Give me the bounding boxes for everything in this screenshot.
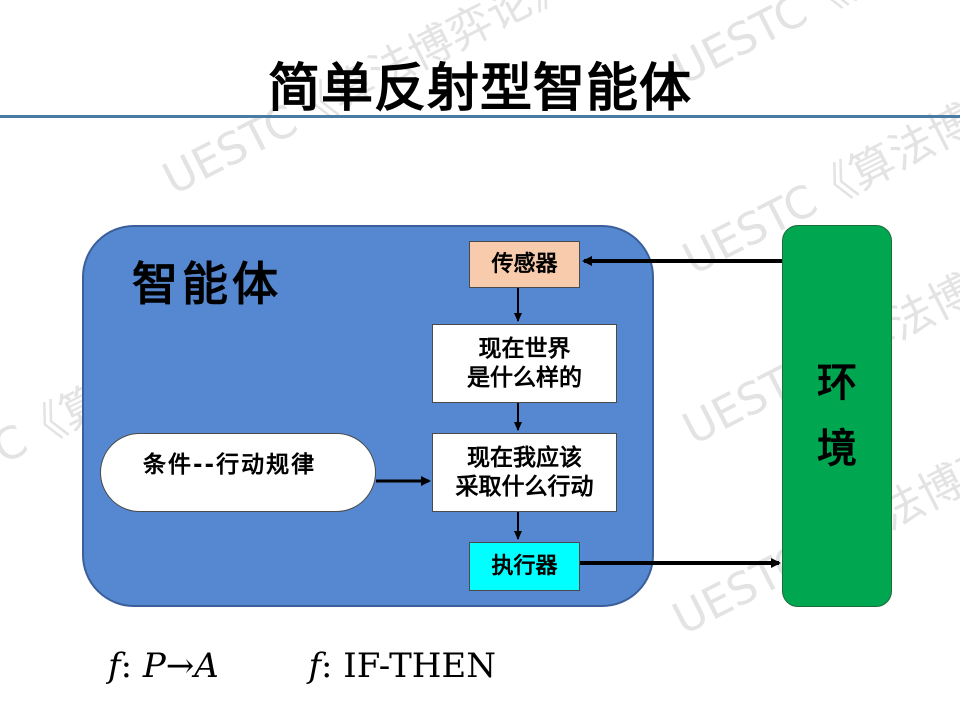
title-divider [0,115,960,118]
environment-label-2: 境 [817,426,857,472]
formulas: f: P→A f: IF-THEN [108,646,496,686]
world-state-line-1: 现在世界 [478,335,571,362]
world-state-line-2: 是什么样的 [467,364,582,391]
page-title: 简单反射型智能体 [267,59,692,119]
environment-label-1: 环 [817,360,857,406]
action-choice-line-2: 采取什么行动 [455,473,594,500]
executor-node: 执行器 [469,542,580,591]
formula-rule: f: IF-THEN [308,646,496,686]
sensor-node: 传感器 [469,241,580,288]
agent-label: 智能体 [132,257,282,311]
condition-action-rules-node: 条件--行动规律 [100,433,376,512]
sensor-label: 传感器 [491,251,558,277]
action-choice-node: 现在我应该 采取什么行动 [432,433,617,512]
world-state-node: 现在世界 是什么样的 [432,324,617,403]
environment-node: 环 境 [782,225,892,607]
rules-label: 条件--行动规律 [143,452,317,478]
executor-label: 执行器 [491,553,558,579]
formula-mapping: f: P→A [108,646,219,686]
action-choice-line-1: 现在我应该 [467,444,582,471]
